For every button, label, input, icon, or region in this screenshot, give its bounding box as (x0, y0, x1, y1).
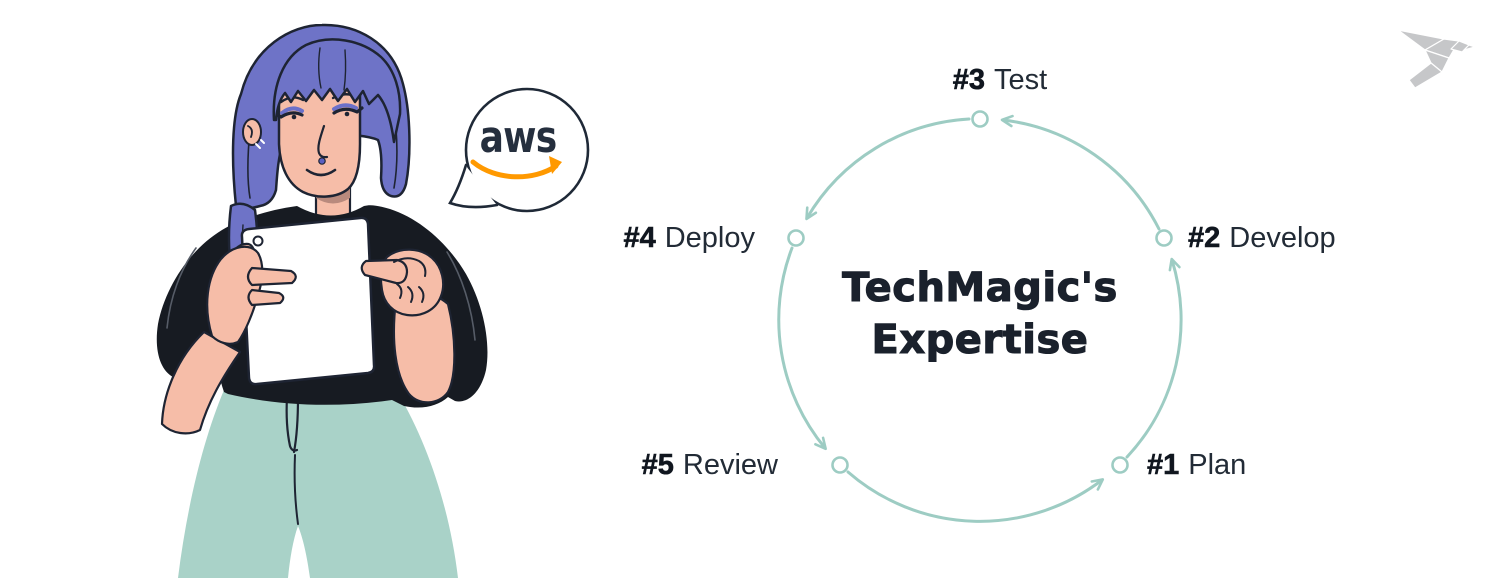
diagram-title-line-1: TechMagic's (842, 264, 1118, 311)
iris-right (344, 111, 350, 117)
cycle-node-5 (831, 456, 849, 474)
pants-center-seam (293, 454, 299, 525)
eye-left (274, 111, 304, 119)
speech-bubble-tail-outline (448, 163, 499, 209)
diagram-title-line-2: Expertise (871, 316, 1089, 363)
pants (178, 390, 458, 578)
right-thumb-line (393, 257, 427, 277)
step-text-5: Review (682, 449, 778, 481)
left-finger-2 (247, 288, 285, 307)
bird-tail (1408, 62, 1443, 89)
bangs-strand-2 (343, 49, 347, 91)
nose (317, 124, 329, 159)
iris-left (291, 114, 297, 120)
aws-logo-text: aws (479, 112, 558, 163)
step-number-4: #4 (623, 222, 656, 255)
cycle-node-1 (1111, 456, 1129, 474)
step-text-2: Develop (1229, 222, 1336, 254)
step-number-2: #2 (1188, 222, 1221, 255)
eyeshadow-right (332, 103, 358, 111)
smile (305, 168, 337, 177)
step-text-1: Plan (1188, 449, 1247, 481)
woman-with-tablet-illustration (156, 23, 488, 578)
step-text-3: Test (994, 64, 1048, 96)
speech-bubble-circle (464, 87, 590, 213)
left-forearm (160, 330, 242, 435)
ear-inner-line (247, 125, 253, 138)
earring-icon (255, 139, 265, 149)
cycle-arc-1-2 (1125, 257, 1183, 459)
cycle-arc-2-3 (1000, 114, 1161, 231)
speech-bubble-tail-fill (450, 166, 496, 207)
knuckle-lines (396, 283, 425, 303)
step-number-1: #1 (1147, 449, 1180, 482)
hair-bangs (272, 38, 402, 144)
bangs-strand-1 (317, 47, 322, 89)
tablet (240, 216, 376, 386)
eyeshadow-left (280, 106, 304, 115)
aws-smile-icon (470, 159, 559, 180)
left-finger-1 (246, 266, 297, 287)
septum-piercing (318, 157, 326, 165)
diagram-title: TechMagic's Expertise (730, 262, 1230, 366)
cycle-node-3 (971, 110, 989, 128)
aws-speech-bubble (448, 87, 590, 213)
cycle-node-2 (1155, 229, 1173, 247)
cycle-diagram (777, 110, 1183, 523)
step-number-3: #3 (952, 64, 986, 97)
cycle-node-4 (787, 229, 805, 247)
eye-right (332, 106, 364, 115)
origami-bird-icon (1397, 29, 1476, 89)
step-text-4: Deploy (664, 222, 755, 254)
pointing-finger (360, 258, 409, 285)
shirt-seam-right (446, 251, 476, 341)
tablet-camera-icon (252, 235, 264, 247)
cycle-arc-3-4 (805, 117, 971, 221)
aws-smile-arrowhead (549, 156, 562, 174)
step-number-5: #5 (641, 449, 674, 482)
bird-beak (1463, 44, 1476, 51)
shirt-seam-left (166, 247, 197, 329)
cycle-arc-4-5 (777, 246, 827, 451)
cycle-arc-5-1 (846, 470, 1105, 523)
